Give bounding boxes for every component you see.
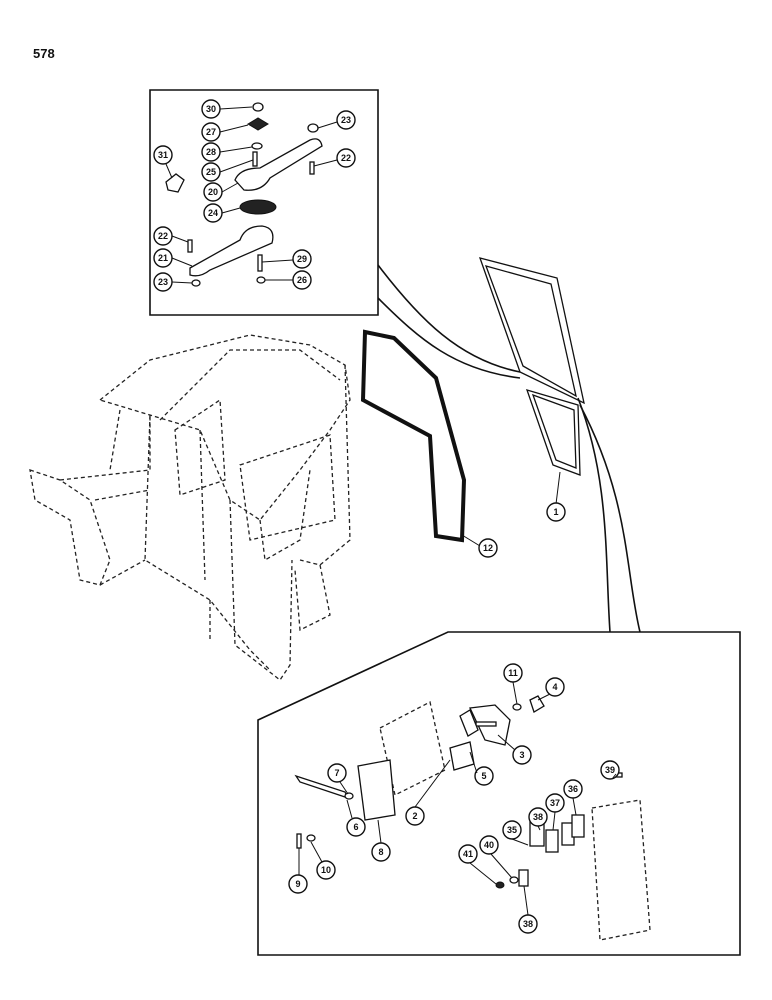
page-number: 578	[33, 46, 55, 61]
svg-text:29: 29	[297, 254, 307, 264]
callout-35: 35	[502, 820, 522, 840]
callout-24: 24	[203, 203, 223, 223]
callout-9: 9	[288, 874, 308, 894]
callout-28: 28	[201, 142, 221, 162]
latch-parts	[294, 695, 651, 941]
svg-text:20: 20	[208, 187, 218, 197]
svg-text:37: 37	[550, 798, 560, 808]
svg-text:41: 41	[463, 849, 473, 859]
callout-22-bottom: 22	[153, 226, 173, 246]
leader-lines	[165, 106, 617, 916]
svg-text:31: 31	[158, 150, 168, 160]
callout-4: 4	[545, 677, 565, 697]
hinge-inset	[149, 89, 521, 379]
callout-30: 30	[201, 99, 221, 119]
svg-text:12: 12	[483, 543, 493, 553]
callout-21: 21	[153, 248, 173, 268]
svg-text:24: 24	[208, 208, 218, 218]
svg-text:39: 39	[605, 765, 615, 775]
glass-panel	[360, 329, 481, 547]
svg-text:8: 8	[378, 847, 383, 857]
svg-text:22: 22	[158, 231, 168, 241]
callout-12: 12	[478, 538, 498, 558]
svg-text:38: 38	[533, 812, 543, 822]
svg-text:7: 7	[334, 768, 339, 778]
callout-31: 31	[153, 145, 173, 165]
hinge-parts	[165, 102, 323, 287]
svg-text:23: 23	[158, 277, 168, 287]
svg-text:27: 27	[206, 127, 216, 137]
callout-26: 26	[292, 270, 312, 290]
svg-text:5: 5	[481, 771, 486, 781]
callout-41: 41	[458, 844, 478, 864]
svg-text:35: 35	[507, 825, 517, 835]
callout-38-top: 38	[528, 807, 548, 827]
svg-text:10: 10	[321, 865, 331, 875]
callout-36: 36	[563, 779, 583, 799]
callout-22-top: 22	[336, 148, 356, 168]
callout-23-bottom: 23	[153, 272, 173, 292]
callout-3: 3	[512, 745, 532, 765]
callout-6: 6	[346, 817, 366, 837]
svg-text:9: 9	[295, 879, 300, 889]
svg-text:4: 4	[552, 682, 557, 692]
callout-25: 25	[201, 162, 221, 182]
callout-29: 29	[292, 249, 312, 269]
callout-1: 1	[546, 502, 566, 522]
callout-20: 20	[203, 182, 223, 202]
svg-text:40: 40	[484, 840, 494, 850]
svg-text:6: 6	[353, 822, 358, 832]
svg-text:1: 1	[553, 507, 558, 517]
callout-5: 5	[474, 766, 494, 786]
door-frame	[478, 257, 585, 505]
callout-37: 37	[545, 793, 565, 813]
svg-text:22: 22	[341, 153, 351, 163]
svg-text:3: 3	[519, 750, 524, 760]
callout-10: 10	[316, 860, 336, 880]
svg-text:36: 36	[568, 784, 578, 794]
callout-39: 39	[600, 760, 620, 780]
svg-text:38: 38	[523, 919, 533, 929]
svg-text:2: 2	[412, 811, 417, 821]
callout-11: 11	[503, 663, 523, 683]
svg-text:28: 28	[206, 147, 216, 157]
svg-text:25: 25	[206, 167, 216, 177]
svg-text:11: 11	[508, 668, 518, 678]
callout-40: 40	[479, 835, 499, 855]
latch-inset	[257, 397, 741, 956]
callout-2: 2	[405, 806, 425, 826]
callout-38-bottom: 38	[518, 914, 538, 934]
cab-outline	[29, 334, 351, 681]
svg-text:21: 21	[158, 253, 168, 263]
svg-text:30: 30	[206, 104, 216, 114]
callout-23-top: 23	[336, 110, 356, 130]
callout-8: 8	[371, 842, 391, 862]
callout-27: 27	[201, 122, 221, 142]
svg-text:23: 23	[341, 115, 351, 125]
svg-text:26: 26	[297, 275, 307, 285]
callout-7: 7	[327, 763, 347, 783]
